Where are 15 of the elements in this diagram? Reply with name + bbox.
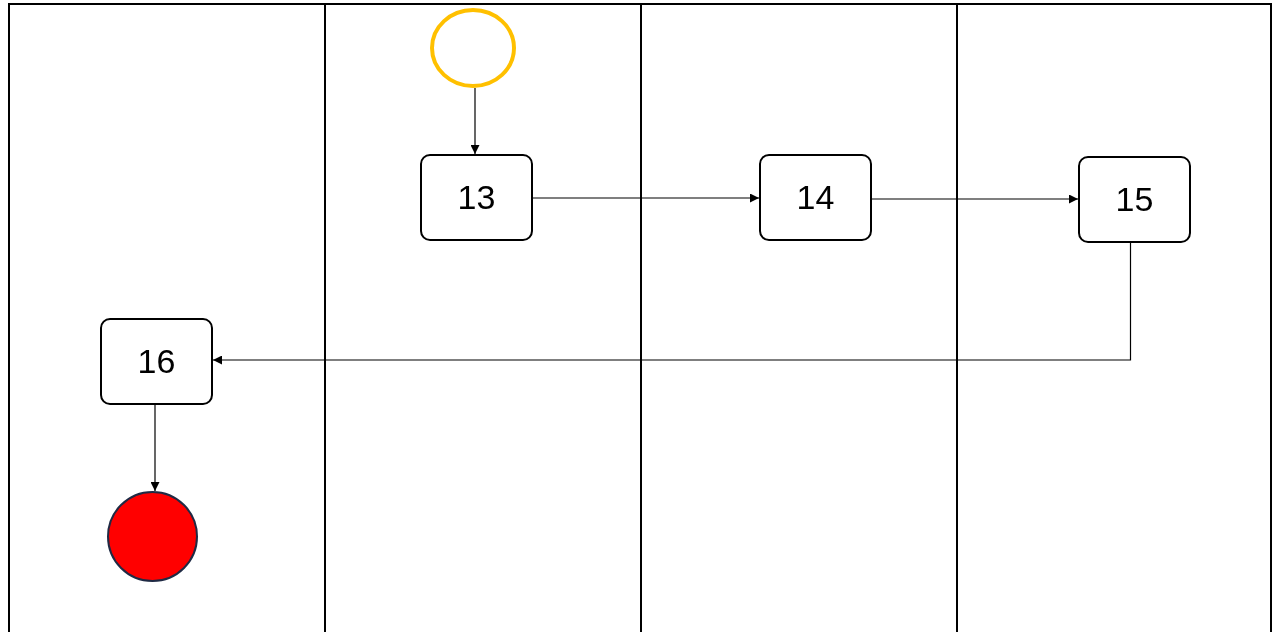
arrow (150, 404, 160, 492)
start-event-circle (430, 8, 516, 88)
arrow (871, 194, 1079, 204)
process-box (759, 154, 872, 241)
box-label: 15 (1115, 180, 1154, 219)
process-box (100, 318, 213, 405)
process-box (420, 154, 533, 241)
box-label: 13 (457, 178, 496, 217)
process-box (1078, 156, 1191, 243)
arrow (532, 193, 760, 203)
box-label: 14 (796, 178, 835, 217)
arrow (470, 87, 480, 155)
box-label: 16 (137, 342, 176, 381)
arrow (212, 242, 1132, 365)
end-event-circle (107, 491, 198, 582)
